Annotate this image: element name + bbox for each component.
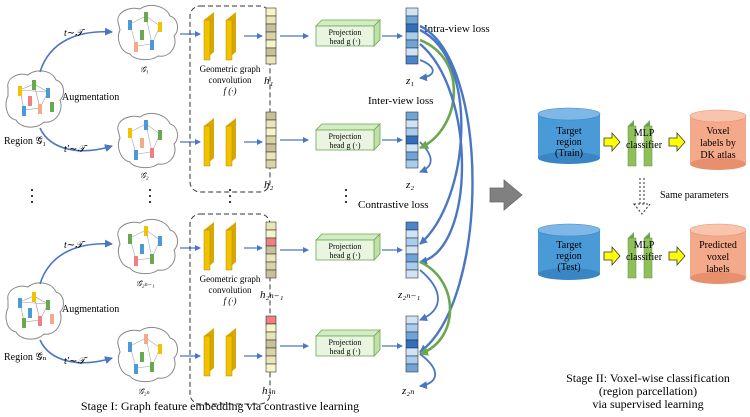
- conv-dashed-box-bottom: [189, 213, 271, 405]
- output-bottom-label-3: labels: [706, 264, 729, 275]
- train-label-3: (Train): [555, 148, 583, 159]
- train-label-1: Target: [556, 126, 581, 137]
- augmented-brain-4: [117, 327, 178, 383]
- z-label-1: z₁: [405, 75, 414, 87]
- augmented-brain-3: [117, 219, 178, 275]
- stage-transition-arrow: [489, 179, 523, 211]
- graph-label-2: 𝒢̂₂: [140, 171, 149, 180]
- gconv-label-bottom-1: Geometric graph: [200, 274, 261, 284]
- proj-head-3: [315, 233, 381, 261]
- inter-view-loss-label: Inter-view loss: [368, 95, 433, 107]
- output-top-label-3: DK atlas: [700, 150, 735, 161]
- h-label-2: h₂: [264, 179, 274, 191]
- z-label-4: z₂ₙ: [401, 385, 415, 397]
- output-top-label-1: Voxel: [706, 126, 729, 137]
- projection-heads: [315, 19, 381, 357]
- source-region-top-label: Region 𝒢̃₁: [4, 136, 46, 147]
- train-label-2: region: [556, 137, 582, 148]
- source-region-bottom-label: Region 𝒢̃ₙ: [4, 352, 47, 363]
- stage1-caption: Stage I: Graph feature embedding via con…: [80, 399, 360, 413]
- t-label-top: t∼𝒯: [64, 28, 86, 39]
- mlp-block-bottom: [627, 232, 653, 279]
- graph-label-4: 𝒢̂₂ₙ: [138, 387, 150, 396]
- augmentation-label-top: Augmentation: [62, 92, 119, 103]
- z-vector-1: [405, 7, 419, 65]
- mlp-bottom-label-2: classifier: [626, 252, 663, 263]
- h-label-4: h₂ₙ: [262, 385, 276, 397]
- h-label-3: h₂ₙ₋₁: [260, 289, 284, 301]
- proj-label-2b: head g (·): [329, 141, 360, 150]
- train-cylinder: [537, 107, 601, 164]
- gconv-label-bottom-3: f (·): [224, 296, 237, 306]
- output-bottom-label-1: Predicted: [699, 240, 737, 251]
- proj-label-4a: Projection: [329, 338, 362, 347]
- gconv-label-top-3: f (·): [224, 86, 237, 96]
- proj-label-2a: Projection: [329, 132, 362, 141]
- augmentation-arrows: [39, 27, 113, 364]
- mlp-top-label-2: classifier: [626, 140, 663, 151]
- h-to-proj-arrows: [280, 33, 309, 349]
- yellow-arrows: [603, 131, 686, 267]
- stage2-caption-line-2: (region parcellation): [598, 384, 698, 398]
- h-vector-2: [265, 111, 277, 169]
- test-cylinder: [537, 223, 601, 280]
- conv-blocks: [203, 12, 236, 377]
- z-vector-3: [405, 221, 419, 279]
- h-label-1: h₁: [264, 75, 274, 87]
- z-label-3: z₂ₙ₋₁: [397, 289, 420, 301]
- h-vector-1: [265, 7, 277, 65]
- proj-head-1: [315, 19, 381, 47]
- proj-label-3a: Projection: [329, 242, 362, 251]
- z-vector-2: [405, 111, 419, 169]
- z-label-2: z₂: [405, 179, 414, 191]
- proj-label-4b: head g (·): [329, 347, 360, 356]
- intra-view-loss-label: Intra-view loss: [424, 23, 490, 35]
- graph-label-1: 𝒢̂₁: [140, 65, 149, 74]
- output-top-label-2: labels by: [700, 138, 736, 149]
- mlp-bottom-label-1: MLP: [634, 240, 655, 251]
- test-label-2: region: [556, 251, 582, 262]
- ellipsis-dots: [31, 189, 347, 203]
- z-vector-4: [405, 315, 419, 373]
- augmented-brain-1: [117, 5, 178, 61]
- proj-label-3b: head g (·): [329, 251, 360, 260]
- loss-arcs: [419, 24, 474, 390]
- h-vector-4: [265, 315, 277, 373]
- test-label-1: Target: [556, 240, 581, 251]
- h-vector-3: [265, 221, 277, 279]
- stage2-caption: Stage II: Voxel-wise classification (reg…: [548, 372, 748, 411]
- contrastive-loss-label: Contrastive loss: [358, 199, 429, 211]
- output-bottom-label-2: voxel: [707, 252, 729, 263]
- mlp-top-label-1: MLP: [634, 128, 655, 139]
- augmented-brain-2: [117, 113, 178, 169]
- proj-to-z-arrows: [382, 33, 403, 349]
- augmentation-label-bottom: Augmentation: [62, 304, 119, 315]
- t-prime-label-bottom: t′∼𝒯: [64, 356, 88, 367]
- proj-label-1b: head g (·): [329, 37, 360, 46]
- proj-head-2: [315, 123, 381, 151]
- h-vectors: [265, 7, 277, 373]
- z-vectors: [405, 7, 419, 373]
- gconv-label-bottom-2: convolution: [209, 285, 252, 295]
- stage2-caption-line-1: Stage II: Voxel-wise classification: [566, 371, 730, 385]
- t-prime-label-top: t′∼𝒯: [64, 144, 88, 155]
- output-cylinder-top: [689, 109, 747, 170]
- output-cylinder-bottom: [689, 223, 747, 284]
- stage2-caption-line-3: via supervised learning: [592, 397, 704, 411]
- source-brain-bottom: [5, 282, 64, 340]
- proj-label-1a: Projection: [329, 28, 362, 37]
- t-label-bottom: t∼𝒯: [64, 240, 86, 251]
- same-params-label: Same parameters: [660, 190, 729, 201]
- mlp-block-top: [627, 120, 653, 167]
- graph-label-3: 𝒢̂₂ₙ₋₁: [136, 279, 155, 288]
- gconv-label-top-1: Geometric graph: [200, 64, 261, 74]
- conv-to-h-arrows: [244, 33, 263, 359]
- same-params-arrow: [632, 178, 652, 215]
- test-label-3: (Test): [557, 262, 580, 273]
- gconv-label-top-2: convolution: [209, 75, 252, 85]
- proj-head-4: [315, 329, 381, 357]
- source-brain-top: [5, 70, 64, 128]
